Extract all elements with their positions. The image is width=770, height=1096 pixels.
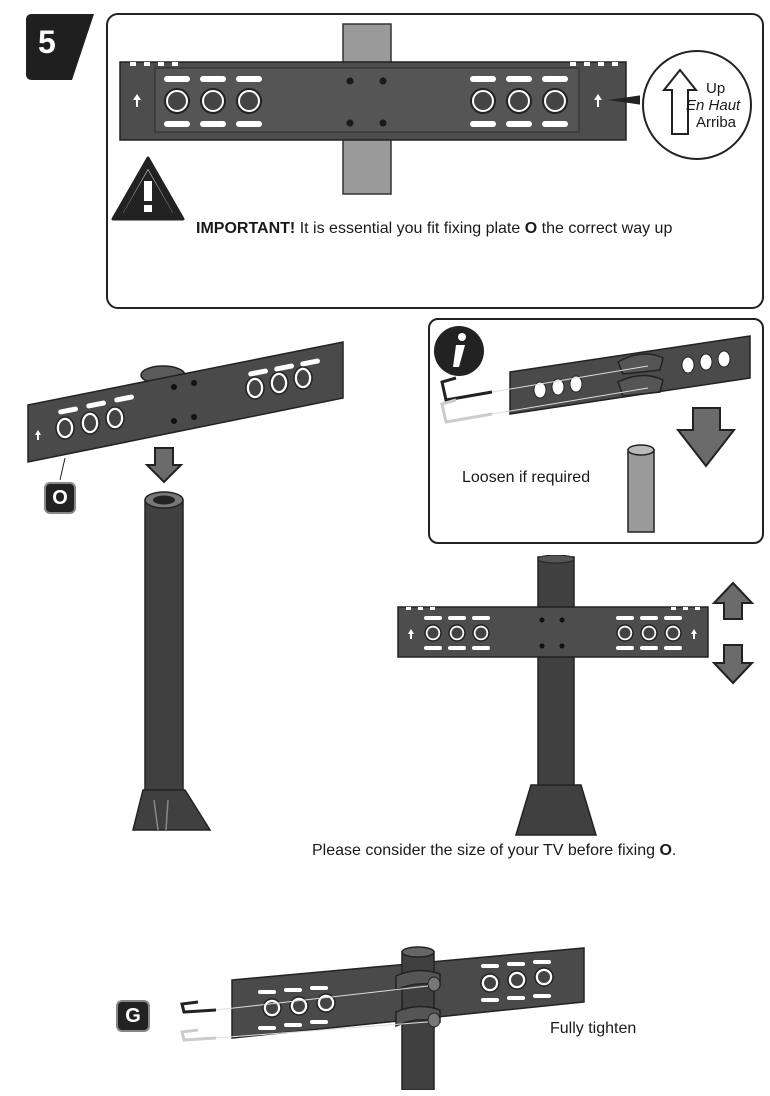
plate-insertion-illustration xyxy=(27,341,344,831)
up-arrow-icon xyxy=(662,68,698,135)
allen-key-light xyxy=(180,1028,217,1042)
left-hole-group xyxy=(164,76,262,127)
info-icon xyxy=(434,326,484,376)
step-badge-shape xyxy=(26,14,94,80)
up-direction-callout: Up En Haut Arriba xyxy=(642,50,752,160)
tilted-plate xyxy=(27,341,344,463)
warning-icon xyxy=(111,156,185,221)
part-label-g: G xyxy=(116,1000,150,1032)
up-arrow-mark-left xyxy=(133,94,141,107)
tighten-caption: Fully tighten xyxy=(546,1020,641,1038)
height-adjust-illustration xyxy=(397,555,755,836)
loosen-caption: Loosen if required xyxy=(462,469,591,486)
right-hole-group xyxy=(470,76,568,127)
info-panel xyxy=(428,318,764,544)
consider-part-letter: O xyxy=(659,842,672,859)
part-label-o: O xyxy=(44,482,76,514)
allen-key-dark xyxy=(180,1000,217,1014)
pole-base xyxy=(132,789,212,831)
important-text-before: It is essential you fit fixing plate xyxy=(299,220,521,237)
consider-note: Please consider the size of your TV befo… xyxy=(312,842,676,860)
allen-key-light xyxy=(440,398,493,424)
consider-text-after: . xyxy=(671,842,677,859)
top-plate-illustration xyxy=(119,23,640,195)
info-illustration xyxy=(440,335,751,533)
warning-panel xyxy=(106,13,764,309)
up-arrow-mark-right xyxy=(594,94,602,107)
consider-text-before: Please consider the size of your TV befo… xyxy=(312,842,655,859)
important-part-letter: O xyxy=(524,220,538,237)
up-arrow-icon xyxy=(711,581,755,620)
up-label: Up xyxy=(706,80,726,97)
en-haut-label: En Haut xyxy=(686,97,741,114)
tighten-illustration xyxy=(180,946,585,1090)
important-label: IMPORTANT! xyxy=(196,220,296,237)
down-arrow-icon xyxy=(711,644,755,685)
pole-base xyxy=(514,784,598,836)
pole xyxy=(537,556,575,828)
step-number: 5 xyxy=(38,24,56,60)
down-arrow-icon xyxy=(144,447,184,484)
important-text-after: the correct way up xyxy=(541,220,673,237)
allen-key-dark xyxy=(440,376,493,402)
fixing-plate xyxy=(397,606,709,658)
step-badge: 5 xyxy=(24,12,96,82)
pole xyxy=(144,499,184,801)
down-arrow-icon xyxy=(675,407,737,468)
important-notice: IMPORTANT! It is essential you fit fixin… xyxy=(196,220,736,238)
arriba-label: Arriba xyxy=(696,114,737,131)
